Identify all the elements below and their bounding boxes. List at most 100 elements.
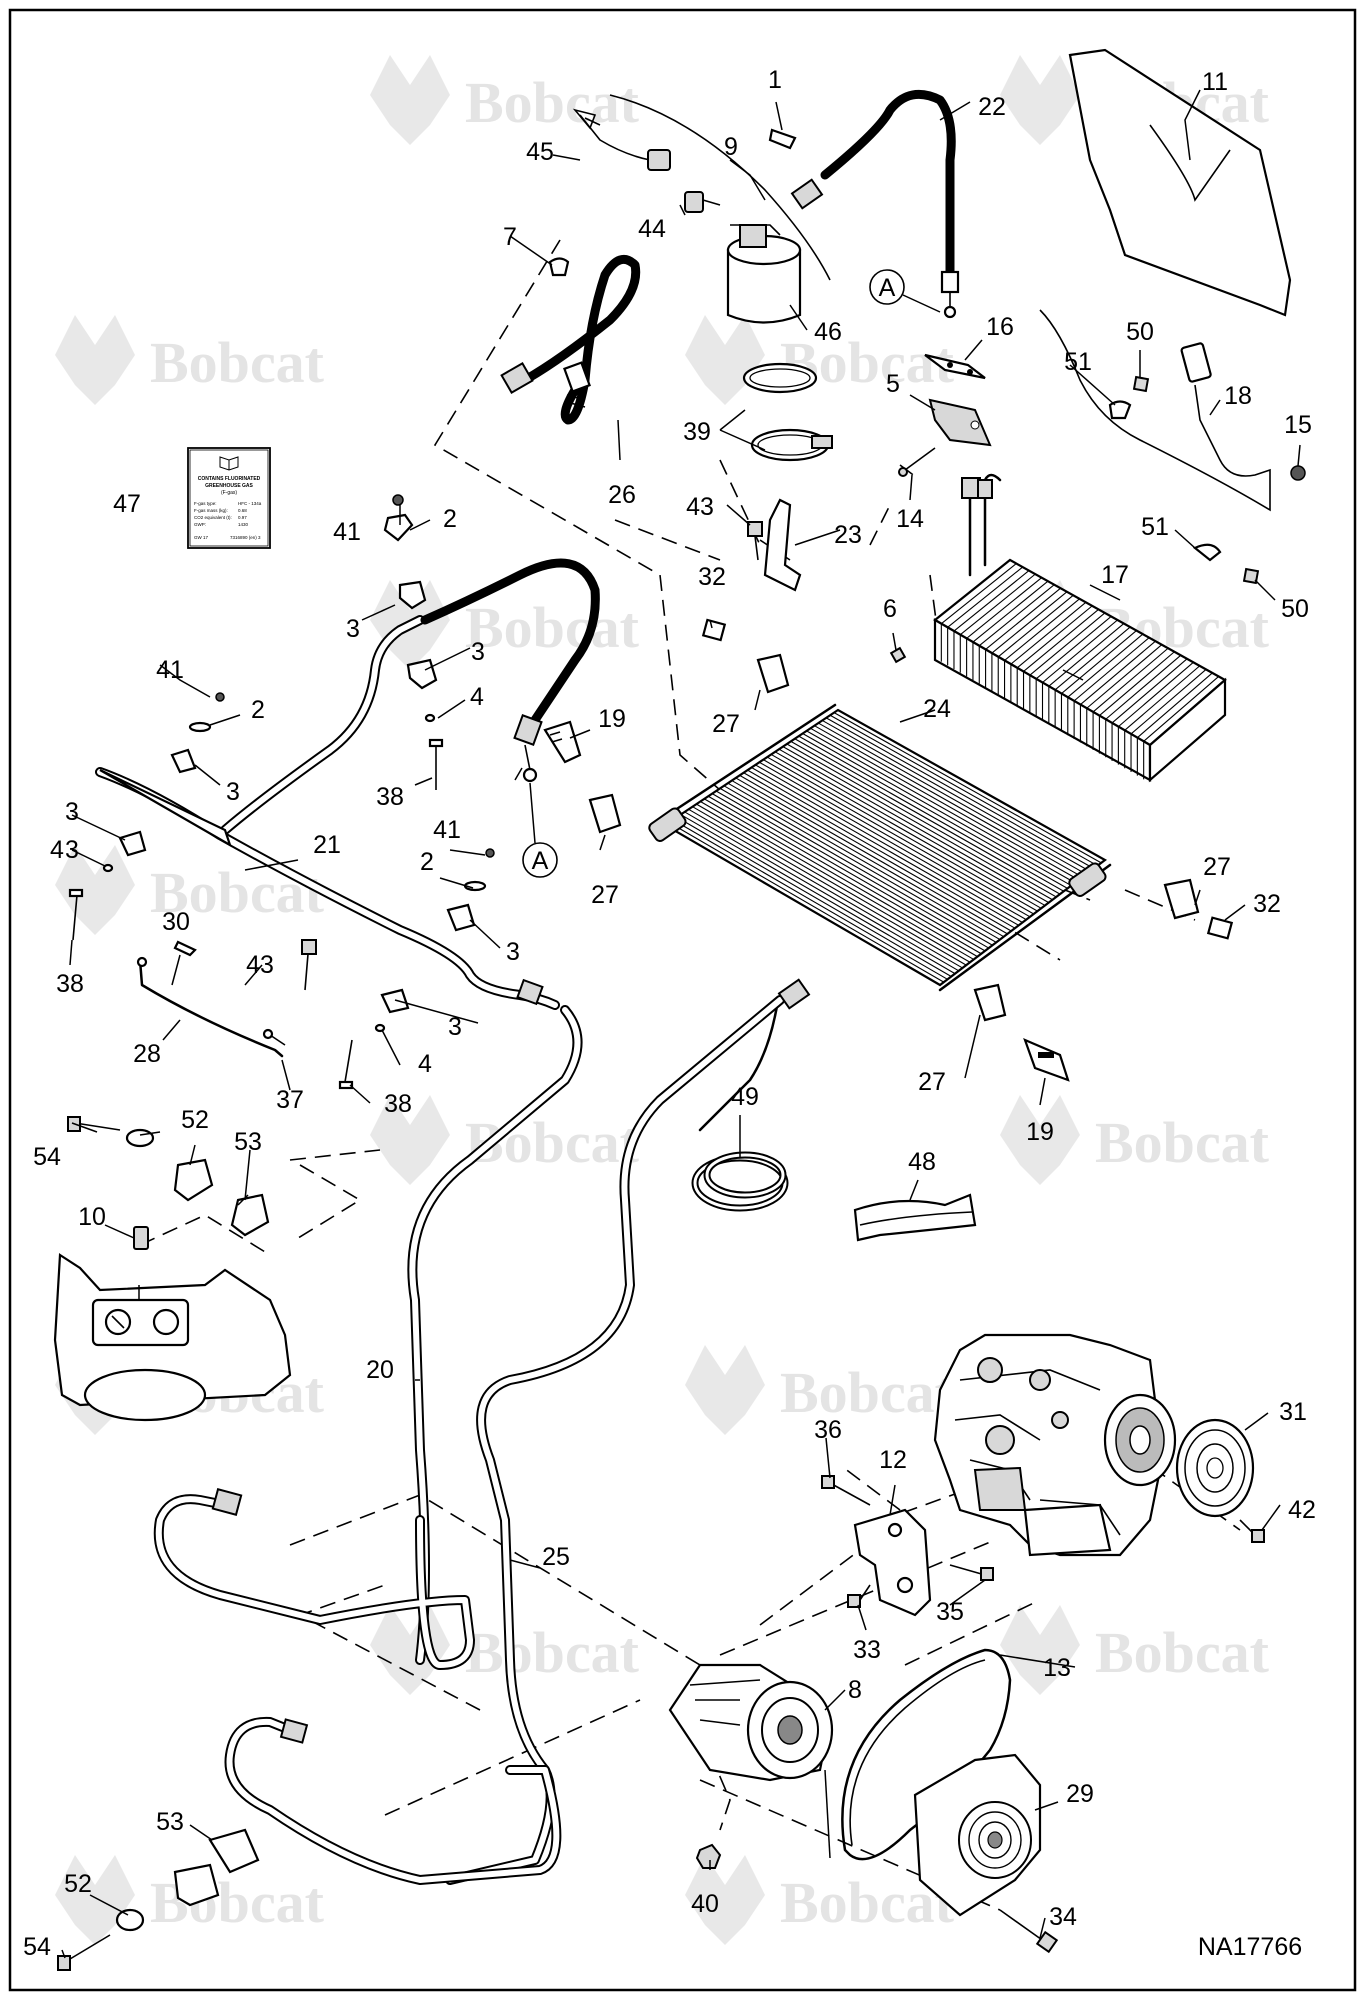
callout-18: 18 — [1224, 382, 1252, 410]
part-31-pulley — [1175, 1418, 1255, 1518]
callout-10: 10 — [78, 1203, 106, 1231]
callout-48: 48 — [908, 1148, 936, 1176]
watermark-text: Bobcat — [1095, 1110, 1270, 1175]
part-14-screw — [898, 447, 936, 477]
callout-38: 38 — [56, 970, 84, 998]
part-19-clip-upper — [543, 720, 582, 764]
part-22-hose — [790, 89, 960, 319]
callout-19: 19 — [1026, 1118, 1054, 1146]
callout-6: 6 — [883, 595, 897, 623]
drawing-number: NA17766 — [1198, 1933, 1302, 1961]
engine-block — [933, 1333, 1177, 1557]
callout-41: 41 — [156, 656, 184, 684]
callout-4: 4 — [470, 683, 484, 711]
callout-3: 3 — [65, 836, 79, 864]
part-53-bracket-lower — [173, 1828, 260, 1907]
callout-3: 3 — [346, 615, 360, 643]
part-17-evaporator — [933, 473, 1227, 783]
part-43-bolt-lower — [301, 939, 317, 991]
callout-34: 34 — [1049, 1903, 1077, 1931]
callout-1: 1 — [768, 66, 782, 94]
leader-lines — [61, 89, 1301, 1959]
part-26-hose — [500, 254, 641, 425]
part-8-compressor — [668, 1663, 834, 1782]
part-11-cover-panel — [1068, 48, 1292, 317]
callout-38: 38 — [376, 783, 404, 811]
callout-43: 43 — [246, 951, 274, 979]
callout-47: 47 — [113, 490, 141, 518]
part-44-pressure-switch — [684, 191, 721, 213]
callout-21: 21 — [313, 831, 341, 859]
part-34-bolt — [999, 1909, 1059, 1954]
part-30-clip — [173, 940, 197, 957]
part-32-gasket — [701, 618, 727, 642]
callout-27: 27 — [1203, 853, 1231, 881]
callout-5: 5 — [886, 370, 900, 398]
callout-16: 16 — [986, 313, 1014, 341]
part-5-expansion-valve — [928, 398, 992, 447]
control-panel-console — [53, 1253, 292, 1422]
decal-line-2: GREENHOUSE GAS — [205, 483, 253, 489]
callout-36: 36 — [814, 1416, 842, 1444]
callout-37: 37 — [276, 1086, 304, 1114]
part-35-bolt — [949, 1564, 994, 1581]
callout-2: 2 — [251, 696, 265, 724]
decal-row-label: CO2 equivalent (t): — [194, 515, 232, 520]
callout-32: 32 — [698, 563, 726, 591]
part-7-grommet — [548, 257, 570, 277]
callout-7: 7 — [503, 223, 517, 251]
callout-50: 50 — [1126, 318, 1154, 346]
callout-25: 25 — [542, 1543, 570, 1571]
callout-12: 12 — [879, 1446, 907, 1474]
callout-46: 46 — [814, 318, 842, 346]
callout-19: 19 — [598, 705, 626, 733]
decal-row-value: 0.97 — [238, 515, 247, 520]
callout-27: 27 — [712, 710, 740, 738]
callout-3: 3 — [226, 778, 240, 806]
decal-row-value: HFC - 134a — [238, 501, 262, 506]
watermark-text: Bobcat — [465, 70, 640, 135]
callout-9: 9 — [724, 133, 738, 161]
callout-52: 52 — [64, 1870, 92, 1898]
callout-50: 50 — [1281, 595, 1309, 623]
callout-3: 3 — [506, 938, 520, 966]
callout-22: 22 — [978, 93, 1006, 121]
hose-loop-lower — [224, 1716, 562, 1885]
watermark-text: Bobcat — [465, 1620, 640, 1685]
callout-51: 51 — [1064, 348, 1092, 376]
marker-a-label: A — [532, 847, 549, 875]
part-47-fgas-decal: CONTAINS FLUORINATED GREENHOUSE GAS (F-g… — [187, 447, 271, 549]
mounting-hardware-upper — [383, 494, 444, 790]
part-27-clamp-lower — [973, 878, 1234, 1022]
callout-26: 26 — [608, 481, 636, 509]
callout-2: 2 — [420, 848, 434, 876]
watermark-text: Bobcat — [780, 1360, 955, 1425]
callout-41: 41 — [333, 518, 361, 546]
part-50-gasket-lower — [1242, 567, 1260, 585]
callout-41: 41 — [433, 816, 461, 844]
part-49-tube-coil — [691, 1151, 789, 1212]
part-24-condenser — [648, 703, 1112, 1132]
part-43-bolt — [747, 521, 763, 561]
callout-40: 40 — [691, 1890, 719, 1918]
callout-15: 15 — [1284, 411, 1312, 439]
part-51-clip-lower — [1192, 543, 1222, 562]
mounting-hardware-middle — [338, 848, 495, 1090]
part-52-washer-upper — [125, 1128, 155, 1148]
part-48-tape — [853, 1193, 977, 1242]
decal-row-value: 7316890 (en) 3 — [230, 535, 261, 540]
callout-13: 13 — [1043, 1654, 1071, 1682]
part-28-rod — [136, 956, 284, 1058]
part-18-harness — [1039, 309, 1306, 512]
callout-24: 24 — [923, 695, 951, 723]
callout-32: 32 — [1253, 890, 1281, 918]
decal-row-value: 0.68 — [238, 508, 247, 513]
decal-row-label: F-gas mass (kg): — [194, 508, 228, 513]
callout-39: 39 — [683, 418, 711, 446]
part-46-receiver-drier — [726, 224, 802, 324]
watermark-text: Bobcat — [150, 330, 325, 395]
part-10-knob — [133, 1226, 149, 1250]
callout-54: 54 — [23, 1933, 51, 1961]
callout-53: 53 — [234, 1128, 262, 1156]
